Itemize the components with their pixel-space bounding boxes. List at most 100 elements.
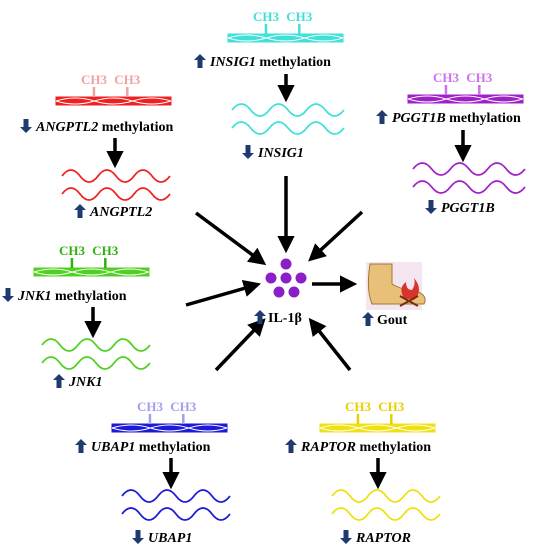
- il1b-dot-3: [280, 272, 292, 284]
- angptl2-expression-direction-icon: [74, 204, 86, 218]
- pggt1b-methylation-label: PGGT1B methylation: [392, 111, 521, 126]
- pggt1b-methyl-tag-2: CH3: [466, 70, 493, 85]
- pggt1b-mrna: [412, 162, 526, 194]
- il1b-dot-2: [265, 272, 277, 284]
- angptl2-methylation-direction-icon: [20, 119, 32, 133]
- raptor-methyl-tag-2: CH3: [378, 399, 405, 414]
- il1b-dot-6: [288, 286, 300, 298]
- jnk1-methyl-tag-2: CH3: [92, 243, 119, 258]
- jnk1-methylation-word: methylation: [51, 289, 126, 304]
- insig1-mrna: [231, 103, 345, 135]
- ubap1-gene-name: UBAP1: [148, 531, 192, 546]
- gout-direction-icon-shape: [362, 312, 374, 326]
- jnk1-methyl-tag-1: CH3: [59, 243, 86, 258]
- il1b-label: IL-1β: [268, 311, 302, 326]
- ubap1-dna-helix: [111, 424, 228, 432]
- jnk1-gene-name: JNK1: [68, 375, 102, 390]
- insig1-gene-name: INSIG1: [257, 146, 304, 161]
- raptor-gene-name: RAPTOR: [355, 531, 411, 546]
- il1b-center: IL-1β: [254, 258, 307, 326]
- pggt1b-methylation-direction-icon-shape: [376, 110, 388, 124]
- jnk1-expression-direction-icon: [53, 374, 65, 388]
- raptor-expression-label: RAPTOR: [355, 531, 411, 546]
- raptor-methyl-tag-1: CH3: [345, 399, 372, 414]
- insig1-mrna-strand-2: [231, 121, 345, 135]
- pggt1b-expression-direction-icon: [425, 200, 437, 214]
- angptl2-mrna-strand-1: [61, 169, 171, 183]
- raptor-methylation-word: methylation: [356, 440, 431, 455]
- ubap1-methylation-direction-icon: [75, 439, 87, 453]
- fire-log-2: [399, 295, 419, 307]
- jnk1-mrna: [41, 338, 151, 370]
- pggt1b-methylation-direction-icon: [376, 110, 388, 124]
- ubap1-methyl-tag-1: CH3: [137, 399, 164, 414]
- converge-arrow-6: [308, 317, 352, 372]
- ubap1-mrna: [121, 489, 231, 521]
- pggt1b-methylation-word: methylation: [446, 111, 521, 126]
- jnk1-methylated-dna: CH3 CH3: [33, 243, 150, 277]
- insig1-methyl-tag-1: CH3: [253, 9, 280, 24]
- converge-arrow-5: [214, 318, 266, 372]
- jnk1-methylation-label: JNK1 methylation: [17, 289, 127, 304]
- jnk1-dna-helix: [33, 268, 150, 276]
- angptl2-methyl-tag-2: CH3: [114, 72, 141, 87]
- raptor-dna-helix: [319, 424, 436, 432]
- angptl2-methylation-word: methylation: [98, 120, 173, 135]
- insig1-methylation-label: INSIG1 methylation: [209, 55, 331, 70]
- ubap1-methylation-label: UBAP1 methylation: [91, 440, 211, 455]
- il1b-dot-4: [295, 272, 307, 284]
- insig1-methyl-tag-2: CH3: [286, 9, 313, 24]
- angptl2-gene-name: ANGPTL2: [89, 205, 152, 220]
- raptor-expression-direction-icon: [340, 530, 352, 544]
- angptl2-expression-label: ANGPTL2: [89, 205, 152, 220]
- insig1-methylation-direction-icon: [194, 54, 206, 68]
- pggt1b-expression-direction-icon-shape: [425, 200, 437, 214]
- raptor-methylated-dna: CH3 CH3: [319, 399, 436, 433]
- ubap1-expression-direction-icon-shape: [132, 530, 144, 544]
- ubap1-expression-direction-icon: [132, 530, 144, 544]
- raptor-methylation-label: RAPTOR methylation: [300, 440, 431, 455]
- jnk1-expression-direction-icon-shape: [53, 374, 65, 388]
- insig1-dna-helix: [227, 34, 344, 42]
- insig1-expression-label: INSIG1: [257, 146, 304, 161]
- angptl2-mrna: [61, 169, 171, 201]
- pggt1b-expression-label: PGGT1B: [441, 201, 495, 216]
- angptl2-dna-helix: [55, 97, 172, 105]
- converge-arrow-3: [308, 210, 364, 262]
- insig1-expression-direction-icon-shape: [242, 145, 254, 159]
- raptor-gene-name: RAPTOR: [300, 440, 356, 455]
- pggt1b-methylated-dna: CH3 CH3: [407, 70, 524, 104]
- insig1-methylation-direction-icon-shape: [194, 54, 206, 68]
- converge-arrow-2: [194, 211, 267, 266]
- ubap1-mrna-strand-1: [121, 489, 231, 503]
- pggt1b-methyl-tag-1: CH3: [433, 70, 460, 85]
- gout-direction-icon: [362, 312, 374, 326]
- angptl2-mrna-strand-2: [61, 187, 171, 201]
- gout-label: Gout: [377, 313, 408, 328]
- converging-arrows: [185, 176, 364, 372]
- pggt1b-mrna-strand-2: [412, 180, 526, 194]
- jnk1-expression-label: JNK1: [68, 375, 102, 390]
- jnk1-mrna-strand-2: [41, 356, 151, 370]
- il1b-direction-icon: [254, 310, 266, 324]
- foot-icon: [366, 262, 426, 310]
- insig1-mrna-strand-1: [231, 103, 345, 117]
- raptor-expression-direction-icon-shape: [340, 530, 352, 544]
- il1b-direction-icon-shape: [254, 310, 266, 324]
- angptl2-gene-name: ANGPTL2: [35, 120, 98, 135]
- insig1-methylated-dna: CH3 CH3: [227, 9, 344, 43]
- gout-fire-icon: [401, 278, 419, 300]
- pggt1b-mrna-strand-1: [412, 162, 526, 176]
- insig1-expression-direction-icon: [242, 145, 254, 159]
- il1b-dot-5: [273, 286, 285, 298]
- pggt1b-dna-helix: [407, 95, 524, 103]
- angptl2-expression-direction-icon-shape: [74, 204, 86, 218]
- raptor-mrna-strand-1: [331, 489, 441, 503]
- insig1-methylation-word: methylation: [256, 55, 331, 70]
